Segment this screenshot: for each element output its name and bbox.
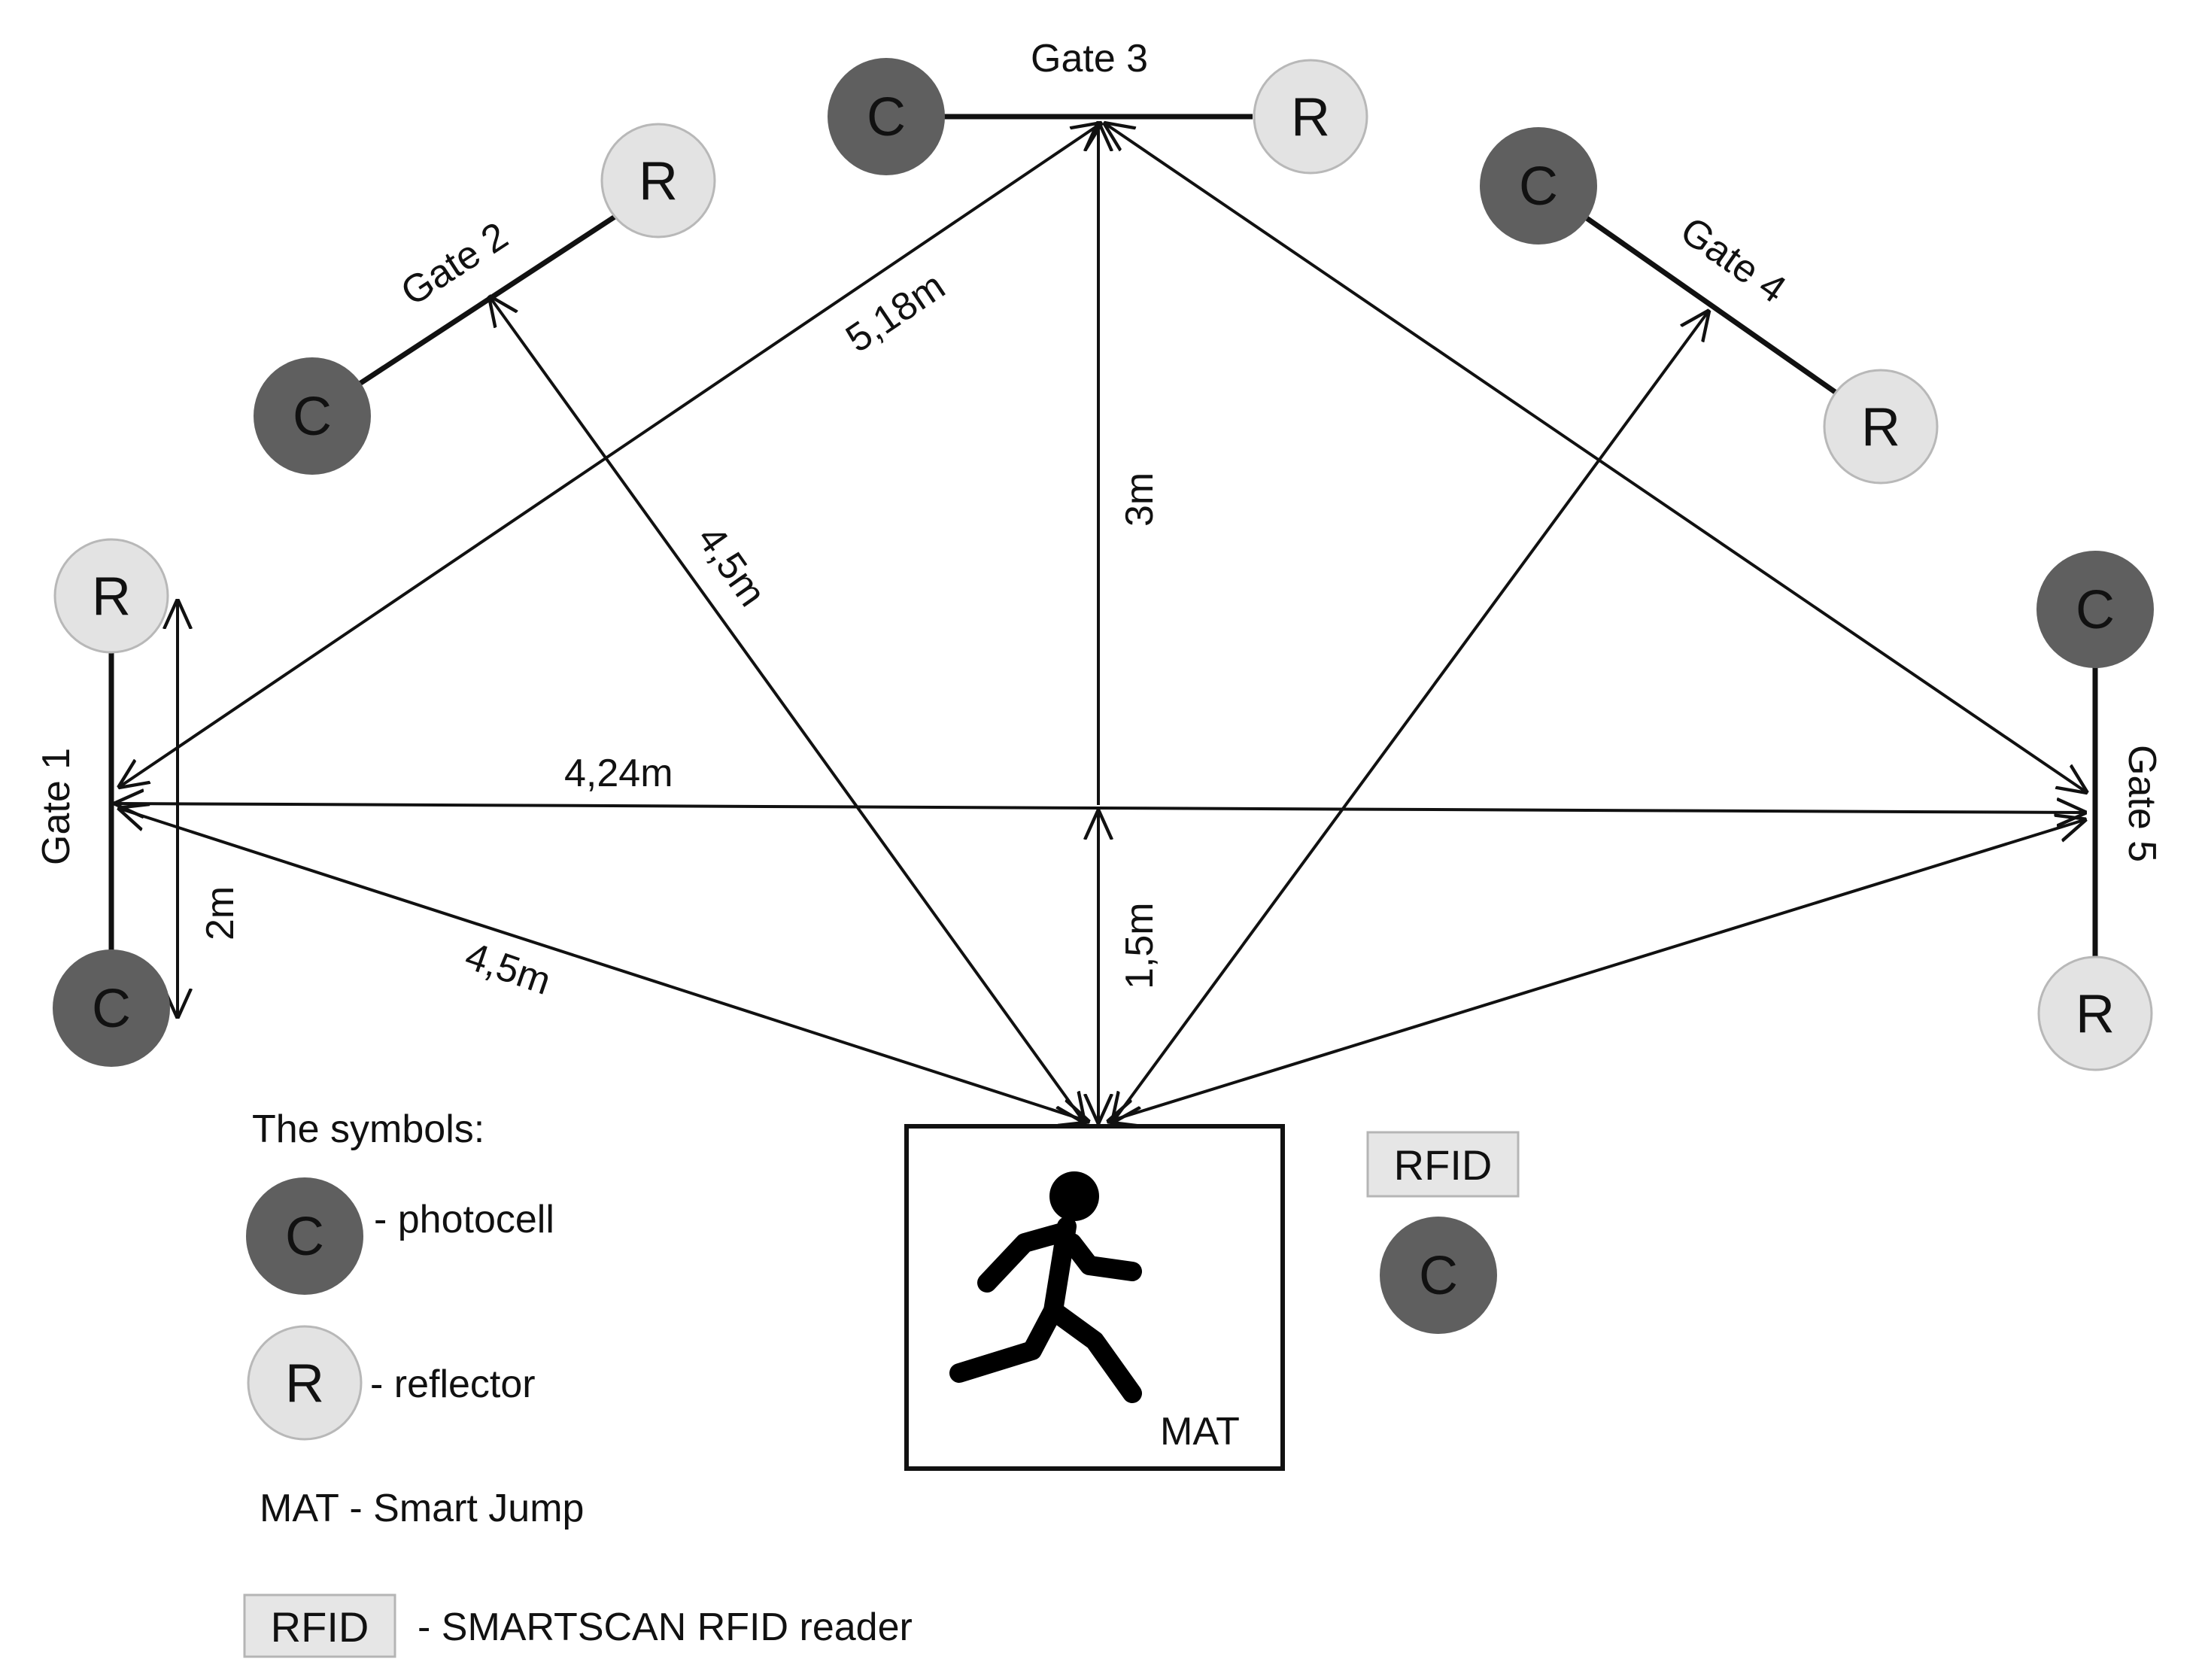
distance-label-3m: 3m [1118, 472, 1162, 527]
gate1-reflector: R [53, 538, 169, 654]
legend-reflector-desc: - reflector [370, 1363, 536, 1406]
legend-rfid-desc: - SMARTSCAN RFID reader [418, 1606, 913, 1649]
gate5-reflector: R [2037, 955, 2153, 1071]
running-person-icon [949, 1171, 1142, 1403]
distance-arrows [117, 124, 2085, 1121]
svg-text:R: R [1861, 397, 1900, 457]
gate3-reflector: R [1253, 59, 1368, 175]
rfid-box-label: RFID [1394, 1141, 1493, 1189]
svg-text:R: R [1291, 87, 1330, 147]
svg-text:C: C [1419, 1246, 1458, 1306]
gate1-photocell: C [53, 949, 170, 1067]
distance-label-4-5m-diag: 4,5m [688, 518, 774, 615]
distance-label-1-5m: 1,5m [1118, 902, 1162, 989]
gate2-label: Gate 2 [393, 214, 516, 314]
svg-text:R: R [639, 151, 678, 211]
gate3-photocell: C [828, 58, 945, 175]
legend-rfid-label: RFID [271, 1603, 369, 1651]
arrow-gate4-mat [1113, 312, 1708, 1121]
distance-label-4-24m: 4,24m [564, 752, 673, 795]
gate1-label: Gate 1 [35, 748, 78, 865]
svg-text:C: C [293, 387, 332, 447]
rfid-station: RFID C [1366, 1131, 1520, 1334]
svg-text:C: C [1519, 156, 1558, 217]
distance-label-5-18m: 5,18m [838, 264, 952, 361]
legend-title: The symbols: [252, 1107, 484, 1151]
gate4-photocell: C [1480, 127, 1597, 245]
mat-label: MAT [1160, 1410, 1240, 1454]
svg-text:C: C [285, 1207, 324, 1267]
gate3-label: Gate 3 [1031, 37, 1148, 81]
mat: MAT [904, 1124, 1285, 1471]
arrow-gate2-mat [491, 298, 1083, 1121]
rfid-photocell: C [1380, 1217, 1497, 1334]
distance-label-2m: 2m [199, 886, 242, 940]
arrow-gate1-mat [120, 809, 1087, 1121]
svg-text:R: R [2076, 984, 2115, 1044]
svg-text:R: R [92, 567, 131, 627]
gate2-reflector: R [600, 123, 716, 238]
rfid-box [1366, 1131, 1520, 1198]
legend-photocell-desc: - photocell [374, 1198, 554, 1241]
svg-text:C: C [2076, 580, 2115, 640]
arrow-mat-gate5 [1110, 820, 2084, 1121]
gate5-label: Gate 5 [2120, 745, 2164, 862]
gate4-reflector: R [1823, 369, 1939, 485]
svg-text:C: C [92, 979, 131, 1039]
legend: The symbols: C - photocell R - reflector… [243, 1107, 913, 1658]
gate4-label: Gate 4 [1672, 208, 1793, 311]
gate2-photocell: C [254, 357, 371, 475]
arrow-gate1-gate5 [117, 804, 2084, 813]
gate5-photocell: C [2036, 551, 2154, 668]
svg-text:C: C [867, 87, 906, 147]
legend-photocell-icon: C [246, 1177, 363, 1295]
arrow-gate1-gate3 [120, 124, 1100, 786]
legend-rfid-box [243, 1593, 396, 1658]
legend-reflector-icon: R [247, 1325, 363, 1441]
legend-mat-desc: MAT - Smart Jump [260, 1487, 584, 1530]
svg-text:R: R [285, 1353, 324, 1414]
